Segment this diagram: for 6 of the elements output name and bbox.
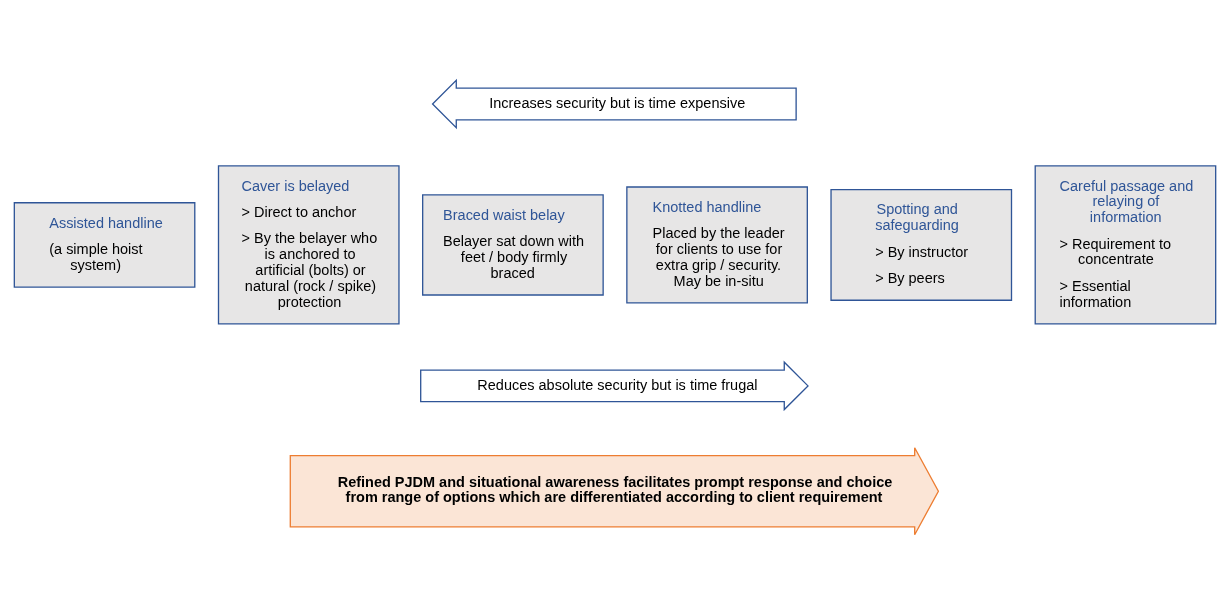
node-box: Assisted handline (a simple hoist system) bbox=[13, 202, 196, 288]
node-box: Knotted handline Placed by the leader for clients to use for extra grip / security. May be in-situ bbox=[626, 186, 808, 304]
node-box: Careful passage and relaying of information > Requirement to concentrate > Essential information bbox=[1034, 165, 1217, 325]
node-box: Caver is belayed > Direct to anchor > By the belayer who is anchored to artificial (bolts) or natural (rock / spike) protection bbox=[217, 165, 400, 325]
node-box: Braced waist belay Belayer sat down with feet / body firmly braced bbox=[422, 194, 604, 296]
node-box: Spotting and safeguarding > By instructor > By peers bbox=[830, 188, 1013, 301]
